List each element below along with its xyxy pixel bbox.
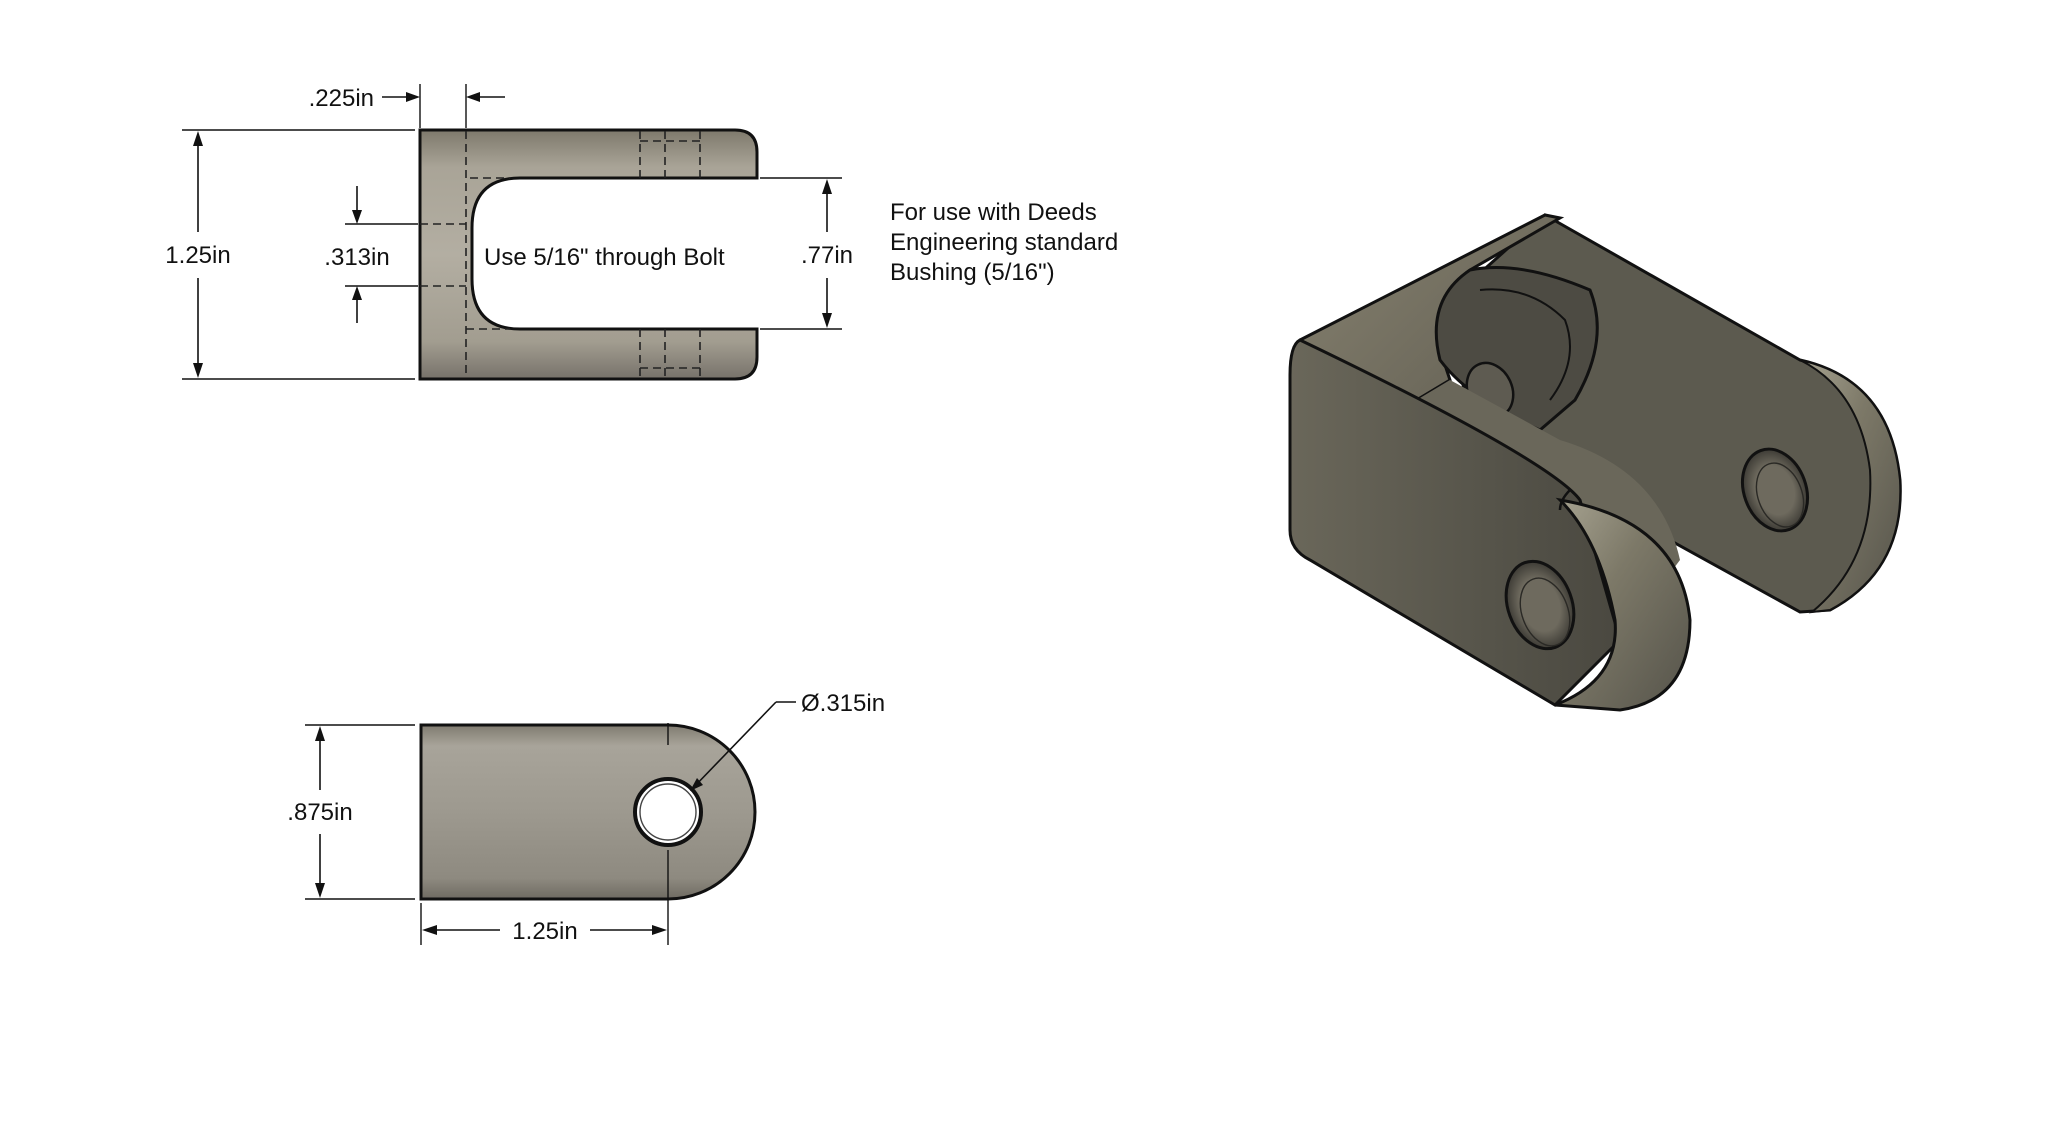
side-view-hole [633, 777, 703, 847]
iso-front-hole [1504, 559, 1576, 651]
iso-back-hole [1741, 447, 1809, 533]
side-view: Ø.315in .875in 1.25in [287, 690, 885, 945]
dim-height: 1.25in [165, 242, 230, 269]
isometric-view [1288, 213, 1902, 712]
bolt-note: Use 5/16" through Bolt [484, 244, 725, 271]
side-view-body [419, 723, 757, 901]
bushing-note: For use with Deeds Engineering standard … [890, 199, 1118, 286]
note-line-3: Bushing (5/16") [890, 259, 1055, 286]
dim-length-side: 1.25in [512, 918, 577, 945]
dim-height-side: .875in [287, 799, 352, 826]
front-view-body [418, 128, 759, 381]
dim-slot-offset: .225in [309, 85, 374, 112]
dim-hole-dia-front: .313in [324, 244, 389, 271]
note-line-2: Engineering standard [890, 229, 1118, 256]
dim-slot-width: .77in [801, 242, 853, 269]
note-line-1: For use with Deeds [890, 199, 1097, 226]
dim-hole-dia-side: Ø.315in [801, 690, 885, 717]
iso-front-round-end [1554, 497, 1692, 712]
front-view: .225in 1.25in .313in Use 5/16" through B… [165, 84, 853, 381]
